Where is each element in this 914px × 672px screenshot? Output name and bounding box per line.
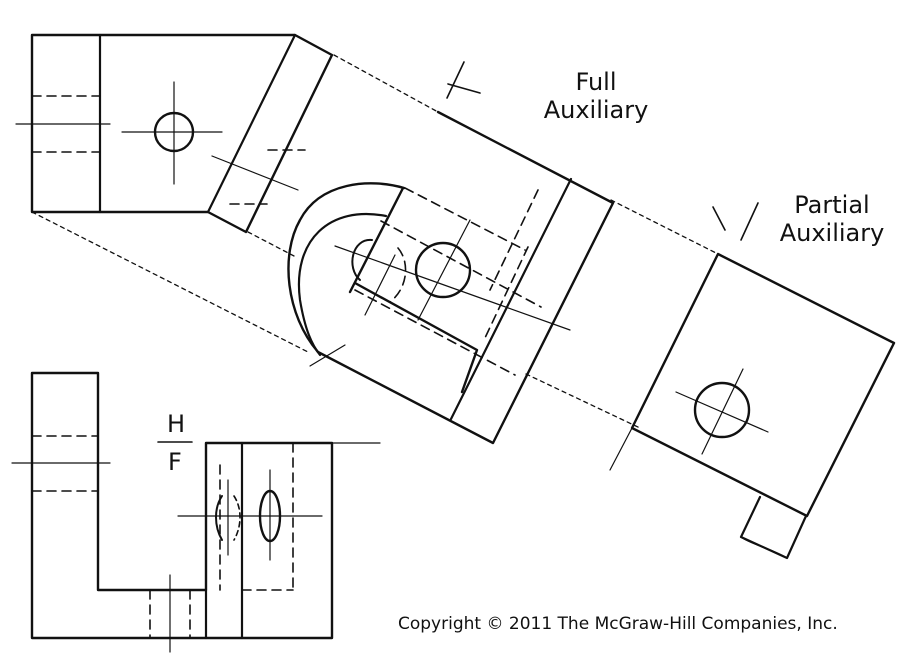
projection-lines (31, 54, 719, 429)
full-auxiliary-view (287, 110, 615, 445)
partial-aux-hole (693, 381, 751, 439)
fold-line-markers (446, 61, 759, 241)
full-auxiliary-label: Full Auxiliary (543, 68, 649, 125)
partial-auxiliary-view (609, 252, 896, 560)
full-aux-hole (414, 241, 472, 299)
partial-auxiliary-label: Partial Auxiliary (779, 191, 885, 248)
front-view (11, 371, 381, 653)
copyright-text: Copyright © 2011 The McGraw-Hill Compani… (398, 614, 838, 634)
fold-line-label-f: F (168, 448, 182, 476)
top-view (15, 33, 334, 234)
fold-line-label-h: H (167, 410, 186, 438)
